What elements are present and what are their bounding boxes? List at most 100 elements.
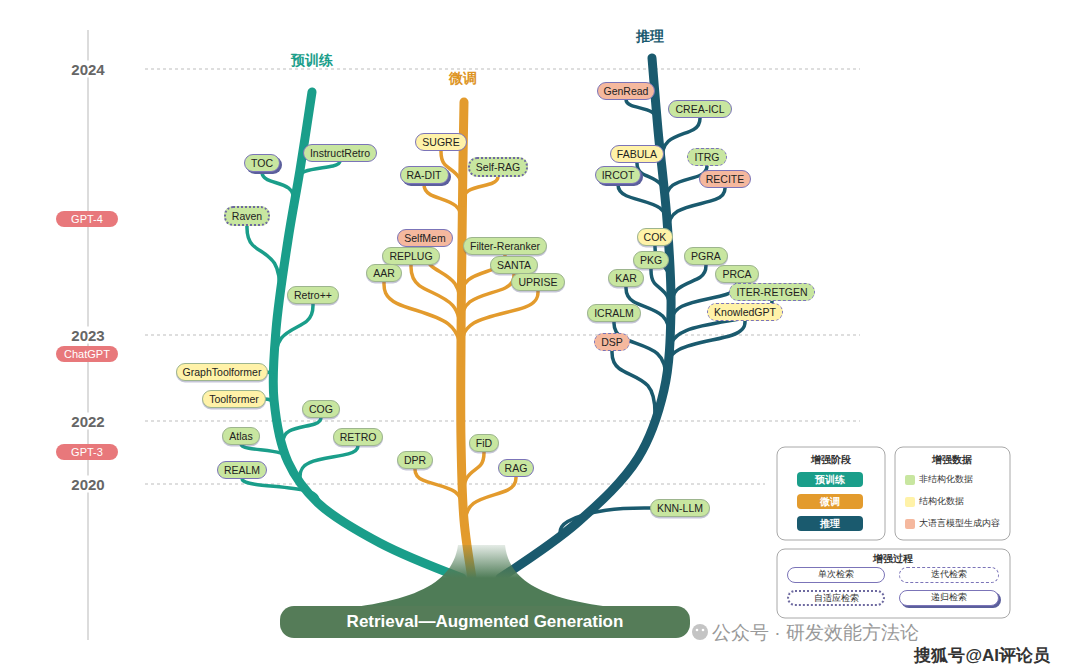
year-label: 2023 (67, 327, 108, 344)
tree-branch (262, 170, 294, 205)
node-text: TOC (251, 157, 273, 169)
year-label: 2024 (67, 61, 108, 78)
tree-branch (424, 182, 462, 228)
method-box: UPRISE (511, 273, 564, 291)
node-text: CREA-ICL (675, 103, 724, 115)
method-box: SUGRE (415, 133, 466, 151)
tree-trunk (300, 545, 670, 612)
node-text: RECITE (706, 173, 745, 185)
node-text: FiD (476, 437, 492, 449)
legend-text: 预训练 (815, 474, 845, 485)
legend-text: 大语言模型生成内容 (919, 517, 1000, 530)
method-box: Self-RAG (468, 157, 528, 177)
node-text: Atlas (229, 430, 252, 442)
tree-branch (666, 319, 745, 378)
node-text: GraphToolformer (183, 366, 262, 378)
node-text: ChatGPT (64, 348, 110, 360)
method-box: ICRALM (587, 304, 641, 322)
node-text: Self-RAG (476, 161, 520, 173)
method-box: KNN-LLM (650, 499, 710, 517)
milestone-badge: ChatGPT (56, 346, 118, 362)
legend-panel (777, 549, 1010, 618)
node-text: PGRA (691, 250, 721, 262)
node-text: RAG (505, 462, 528, 474)
node-text: KnowledGPT (714, 306, 776, 318)
method-box: RETRO (333, 428, 384, 446)
legend-text: 非结构化数据 (919, 473, 973, 486)
legend-text: 递归检索 (931, 592, 967, 602)
node-text: SUGRE (422, 136, 459, 148)
tree-branch (618, 182, 668, 232)
node-text: KNN-LLM (657, 502, 703, 514)
node-text: InstructRetro (310, 147, 370, 159)
node-text: DSP (601, 336, 623, 348)
tree-branch (298, 160, 340, 182)
method-box: GraphToolformer (176, 363, 269, 381)
tree-branch (614, 320, 666, 385)
method-box: PGRA (684, 247, 728, 265)
tree-branch (283, 416, 321, 445)
node-text: GenRead (604, 85, 649, 97)
legend-swatch (905, 519, 915, 529)
node-text: RA-DIT (407, 169, 442, 181)
method-box: IRCOT (595, 166, 642, 184)
method-box: Toolformer (202, 390, 266, 408)
node-text: Filter-Reranker (470, 240, 540, 252)
method-box: REALM (217, 461, 267, 479)
legend-swatch: 自适应检索 (787, 590, 885, 606)
node-text: ITRG (694, 151, 719, 163)
legend-swatch: 递归检索 (899, 590, 999, 606)
tree-branch (612, 349, 655, 420)
method-box: Retro++ (287, 286, 339, 304)
node-text: Retro++ (294, 289, 332, 301)
node-text: KAR (615, 272, 637, 284)
node-text: DPR (404, 454, 426, 466)
method-box: KAR (608, 269, 644, 287)
year-line (145, 421, 860, 422)
node-text: Retrieval—Augmented Generation (347, 612, 624, 631)
node-text: REALM (224, 464, 260, 476)
legend-panel (777, 447, 885, 540)
method-box: RAG (498, 459, 535, 477)
year-line (145, 69, 860, 70)
year-label: 2022 (67, 413, 108, 430)
watermark: 公众号 · 研发效能方法论 (712, 623, 919, 642)
tree-branch (275, 302, 313, 372)
method-box: DPR (397, 451, 433, 469)
method-box: PRCA (715, 265, 758, 283)
tree-stem (500, 58, 671, 578)
year-label: 2020 (67, 476, 108, 493)
legend-swatch: 迭代检索 (899, 567, 999, 583)
year-line (145, 335, 860, 336)
method-box: Raven (224, 206, 270, 226)
legend-swatch: 推理 (797, 516, 863, 531)
milestone-badge: GPT-3 (56, 444, 118, 460)
method-box: Atlas (222, 427, 259, 445)
method-box: CREA-ICL (668, 100, 731, 118)
legend-panel (895, 447, 1010, 540)
tree-branch (241, 443, 288, 462)
node-text: ITER-RETGEN (736, 286, 807, 298)
year-line (145, 484, 765, 485)
node-text: IRCOT (602, 169, 635, 181)
branch-heading: 微调 (449, 71, 477, 85)
branch-heading: 预训练 (291, 53, 333, 67)
legend-text: 结构化数据 (919, 495, 964, 508)
tree-stem (273, 92, 462, 578)
legend-heading: 增强数据 (932, 455, 972, 465)
tree-branch (463, 450, 484, 505)
method-box: ITRG (687, 148, 726, 166)
method-box: COK (637, 228, 674, 246)
legend-text: 推理 (820, 518, 840, 529)
tree-branch (300, 444, 358, 480)
method-box: SANTA (490, 256, 538, 274)
legend-swatch: 单次检索 (787, 567, 885, 583)
tree-branch (671, 263, 706, 315)
node-text: GPT-4 (71, 213, 103, 225)
tree-branches (241, 98, 772, 535)
tree-branch (415, 467, 463, 515)
tree-branch (461, 272, 514, 330)
watermark-icon (696, 629, 699, 632)
legend-heading: 增强阶段 (811, 455, 851, 465)
